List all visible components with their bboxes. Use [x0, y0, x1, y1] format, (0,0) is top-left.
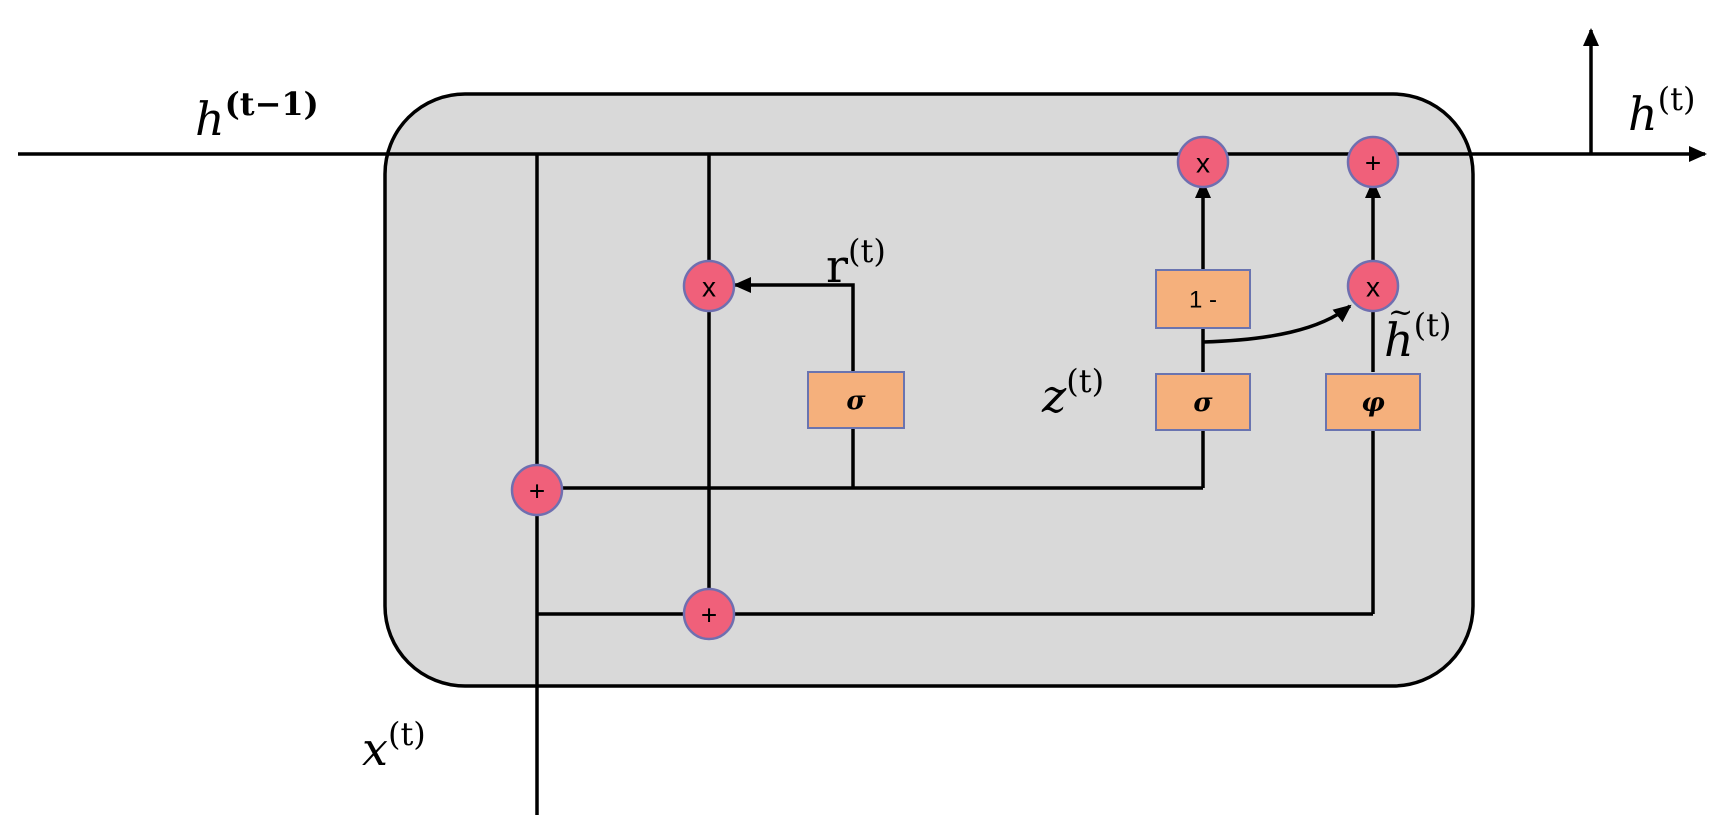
output-add-symbol: + — [1365, 148, 1381, 179]
update-multiply-symbol: x — [1196, 148, 1210, 179]
reset-sigmoid-symbol: σ — [846, 386, 866, 416]
candidate-activation-symbol: φ — [1361, 388, 1385, 418]
candidate-input-add-op: + — [682, 587, 736, 641]
rz-input-add-op: + — [510, 463, 564, 517]
r-gate-label: r(t) — [826, 232, 886, 293]
one-minus-gate: 1 - — [1155, 269, 1251, 329]
candidate-multiply-symbol: x — [1366, 272, 1380, 303]
reset-multiply-symbol: x — [702, 272, 716, 303]
one-minus-label: 1 - — [1189, 287, 1217, 314]
update-sigmoid-gate: σ — [1155, 373, 1251, 431]
reset-multiply-op: x — [682, 259, 736, 313]
h-tilde-tilde: ~ — [1388, 295, 1413, 330]
candidate-activation-gate: φ — [1325, 373, 1421, 431]
candidate-input-add-symbol: + — [701, 600, 717, 631]
rz-input-add-symbol: + — [529, 476, 545, 507]
z-gate-label: z(t) — [1041, 362, 1104, 423]
gru-cell-box — [383, 92, 1475, 688]
h-prev-label: h(t−1) — [195, 85, 319, 146]
h-tilde-label: h(t) — [1384, 306, 1451, 367]
update-sigmoid-symbol: σ — [1193, 388, 1213, 418]
r-gate-output — [733, 277, 855, 372]
candidate-multiply-op: x — [1346, 259, 1400, 313]
z-to-candidate-multiply — [1202, 304, 1352, 344]
update-multiply-op: x — [1176, 135, 1230, 189]
x-input-label: x(t) — [362, 715, 426, 776]
output-add-op: + — [1346, 135, 1400, 189]
reset-sigmoid-gate: σ — [807, 371, 905, 429]
h-out-label: h(t) — [1628, 80, 1695, 141]
